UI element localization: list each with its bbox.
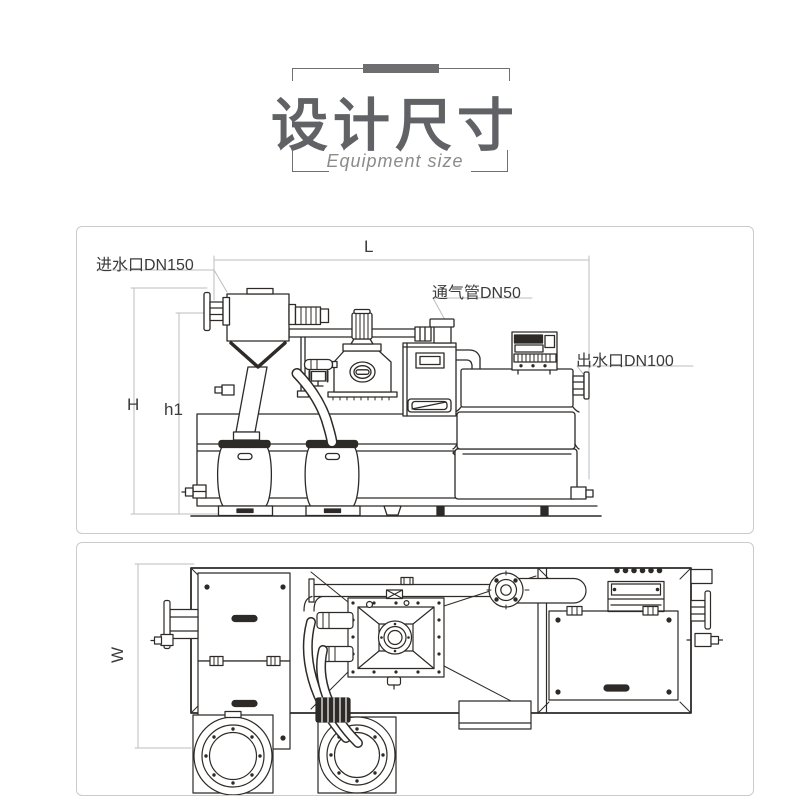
inlet-flange (203, 291, 231, 332)
title-frame-bar (363, 64, 439, 73)
vessel-motor (351, 308, 373, 340)
dim-label-width: W (108, 646, 128, 664)
inlet-label: 进水口DN150 (96, 257, 194, 274)
vent-label: 通气管DN50 (432, 285, 521, 302)
barrel-1-plan (192, 710, 274, 795)
title-frame-corner-right (470, 150, 508, 172)
porthole (349, 361, 376, 383)
outlet-flange-plan (686, 568, 724, 648)
title-frame-top (292, 64, 510, 81)
vent-flange-circle (486, 570, 530, 610)
barrel-2 (304, 439, 361, 517)
right-tank (452, 368, 594, 500)
chute (458, 700, 532, 730)
hopper-motor (288, 303, 330, 326)
dimension-lines (134, 563, 195, 749)
plan-view-panel (76, 542, 754, 796)
elbow-pipe (455, 349, 481, 370)
dimension-lines (97, 255, 694, 515)
right-lid (548, 605, 679, 701)
central-vessel (327, 308, 398, 401)
plan-view-drawing (134, 563, 724, 795)
dim-label-height-body: h1 (164, 400, 183, 419)
dim-label-length: L (364, 237, 374, 256)
hoses-plan (302, 617, 363, 748)
control-panel (511, 331, 558, 375)
inlet-flange-plan (150, 599, 199, 650)
side-view-drawing (97, 255, 694, 517)
valve-cluster (303, 358, 338, 387)
barrel-2-plan (317, 716, 397, 794)
hole-row (614, 567, 663, 574)
side-valve (181, 484, 207, 499)
drain-valve (570, 486, 594, 500)
side-view-panel (76, 226, 754, 534)
control-box-plan (607, 580, 665, 613)
vent-box (402, 318, 457, 417)
title-frame-corner-left (292, 150, 329, 172)
section-subtitle: Equipment size (326, 151, 464, 171)
outlet-flange (572, 371, 590, 400)
section-title: 设计尺寸 (271, 94, 519, 158)
inlet-hopper (214, 287, 330, 441)
flex-hose (291, 368, 338, 448)
access-plate (347, 589, 445, 690)
pump-fittings (316, 611, 354, 663)
barrel-1 (216, 439, 274, 517)
outlet-label: 出水口DN100 (576, 353, 674, 370)
dim-label-height-total: H (127, 395, 140, 414)
vent-stack (414, 318, 455, 344)
